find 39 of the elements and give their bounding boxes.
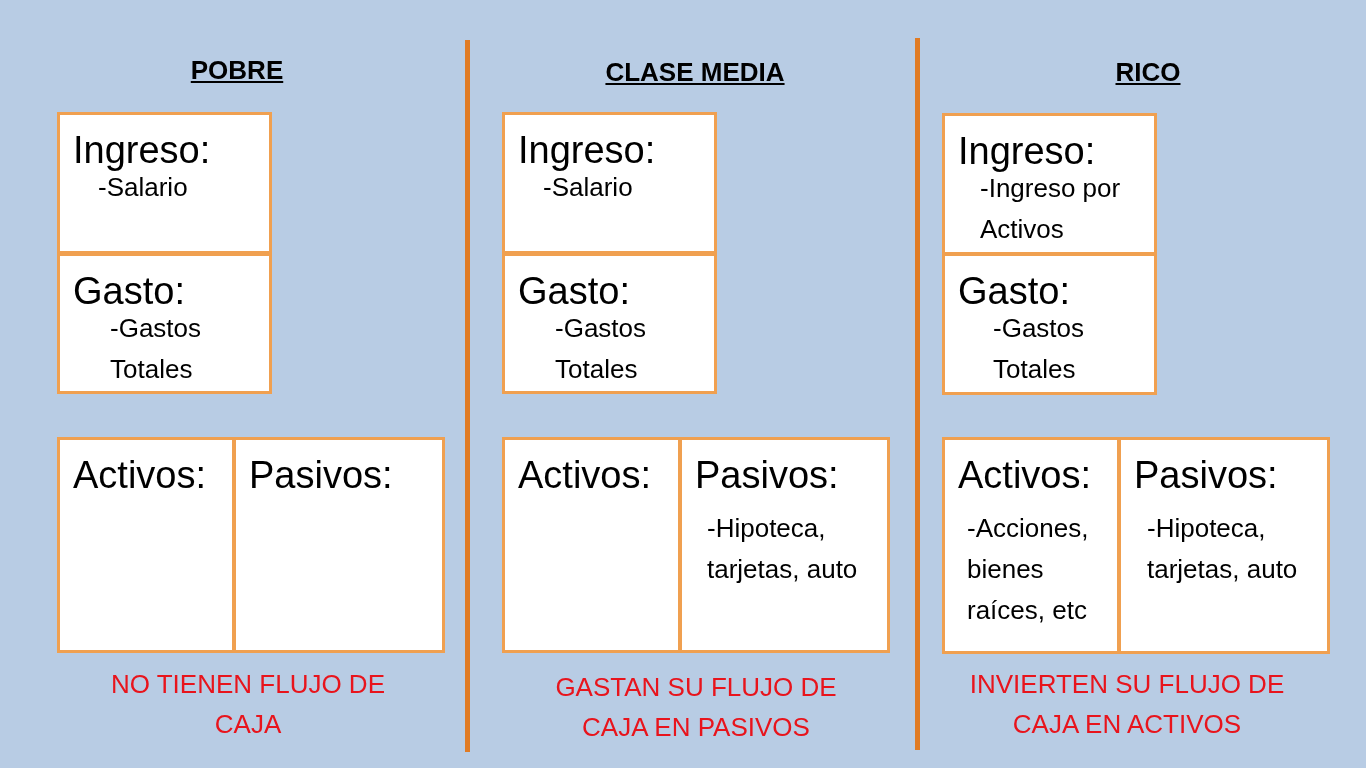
cell-heading: Ingreso:: [73, 129, 211, 171]
table-cell: [942, 113, 1157, 255]
cell-heading: Activos:: [518, 454, 652, 496]
cell-text: -Hipoteca, tarjetas, auto: [707, 512, 859, 586]
cell-text: -Gastos Totales: [993, 312, 1086, 386]
cell-text: -Gastos Totales: [555, 312, 648, 386]
cell-heading: Pasivos:: [1134, 454, 1278, 496]
table-cell: [57, 112, 272, 254]
cell-text: -Salario: [543, 171, 634, 204]
cell-heading: Pasivos:: [249, 454, 393, 496]
table-cell: [502, 253, 717, 394]
table-cell: [679, 437, 890, 653]
cell-heading: Ingreso:: [518, 129, 656, 171]
table-cell: [1118, 437, 1330, 654]
column-heading: CLASE MEDIA: [604, 56, 786, 89]
cell-text: -Acciones, bienes raíces, etc: [967, 512, 1090, 627]
cell-text: -Salario: [98, 171, 189, 204]
table-cell: [57, 437, 235, 653]
column-heading: RICO: [1114, 56, 1182, 89]
table-cell: [942, 253, 1157, 395]
cell-heading: Pasivos:: [695, 454, 839, 496]
table-cell: [233, 437, 445, 653]
cell-heading: Activos:: [73, 454, 207, 496]
cell-text: -Ingreso por Activos: [980, 172, 1122, 246]
cell-heading: Activos:: [958, 454, 1092, 496]
cell-heading: Ingreso:: [958, 130, 1096, 172]
table-cell: [502, 112, 717, 254]
column-heading: POBRE: [189, 54, 285, 87]
cell-text: -Gastos Totales: [110, 312, 203, 386]
caption-text: NO TIENEN FLUJO DE CAJA: [110, 668, 386, 741]
caption-text: GASTAN SU FLUJO DE CAJA EN PASIVOS: [554, 671, 838, 744]
table-cell: [502, 437, 681, 653]
caption-text: INVIERTEN SU FLUJO DE CAJA EN ACTIVOS: [968, 668, 1286, 741]
cell-heading: Gasto:: [518, 270, 630, 312]
cell-heading: Gasto:: [958, 270, 1070, 312]
cell-text: -Hipoteca, tarjetas, auto: [1147, 512, 1299, 586]
cell-heading: Gasto:: [73, 270, 185, 312]
table-cell: [57, 253, 272, 394]
table-cell: [942, 437, 1120, 654]
